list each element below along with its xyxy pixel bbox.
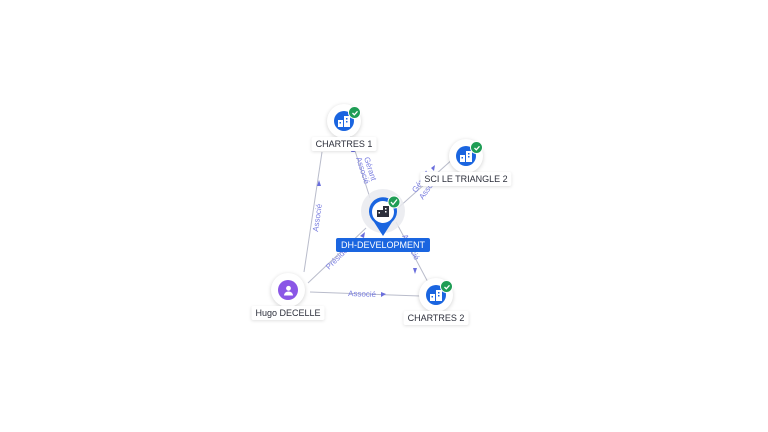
edge-label-hugo-chartres2: Associé	[348, 289, 377, 299]
edge-hugo-main	[307, 227, 367, 284]
node-label-chartres-1: CHARTRES 1	[311, 137, 377, 151]
edge-label-hugo-chartres1: Associé	[311, 203, 324, 233]
check-badge-icon	[348, 106, 361, 119]
edge-hugo-chartres1	[303, 151, 323, 273]
person-icon	[278, 280, 298, 300]
edge-main-chartres2	[395, 221, 431, 287]
check-badge-icon	[387, 195, 401, 209]
building-icon	[377, 206, 389, 217]
node-label-dh-development[interactable]: DH-DEVELOPMENT	[335, 238, 431, 252]
check-badge-icon	[470, 141, 483, 154]
map-pin-icon[interactable]	[361, 189, 405, 236]
arrow-main-chartres2	[413, 268, 417, 274]
arrow-hugo-chartres1	[317, 180, 321, 186]
arrow-hugo-chartres2	[381, 292, 386, 297]
node-label-chartres-2: CHARTRES 2	[403, 311, 469, 325]
node-label-sci-le-triangle-2: SCI LE TRIANGLE 2	[420, 172, 512, 186]
arrow-main-sci	[431, 165, 435, 171]
check-badge-icon	[440, 280, 453, 293]
node-circle	[271, 273, 305, 307]
arrow-hugo-main	[360, 232, 365, 238]
edge-hugo-chartres2	[309, 291, 421, 297]
node-label-hugo-decelle: Hugo DECELLE	[251, 306, 325, 320]
